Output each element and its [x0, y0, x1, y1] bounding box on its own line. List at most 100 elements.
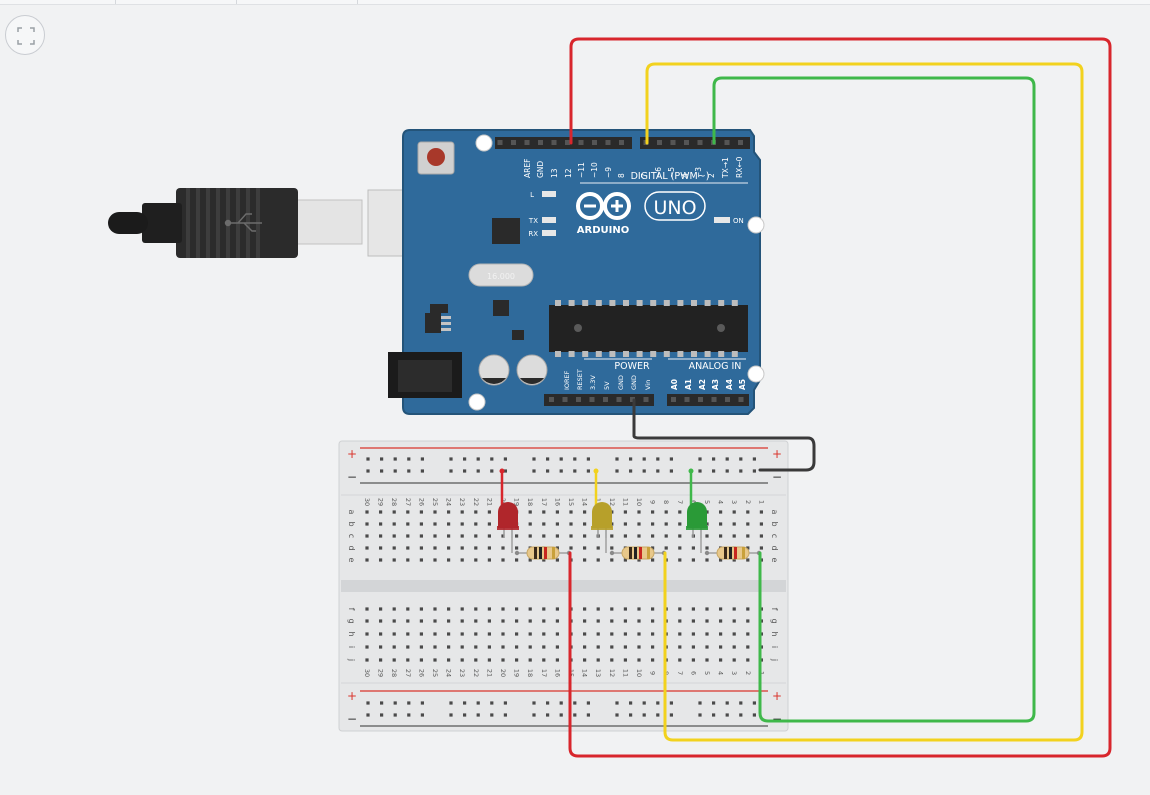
breadboard-hole[interactable]	[725, 469, 729, 473]
breadboard-hole[interactable]	[546, 469, 550, 473]
breadboard-hole[interactable]	[501, 534, 505, 538]
header-pin[interactable]	[643, 397, 649, 402]
breadboard-hole[interactable]	[528, 619, 532, 623]
breadboard-hole[interactable]	[532, 701, 536, 705]
breadboard-hole[interactable]	[573, 457, 577, 461]
breadboard-hole[interactable]	[610, 607, 614, 611]
breadboard-hole[interactable]	[732, 607, 736, 611]
breadboard-hole[interactable]	[501, 546, 505, 550]
breadboard-hole[interactable]	[559, 701, 563, 705]
breadboard-hole[interactable]	[615, 713, 619, 717]
breadboard-hole[interactable]	[596, 632, 600, 636]
breadboard-hole[interactable]	[642, 469, 646, 473]
breadboard-hole[interactable]	[555, 632, 559, 636]
breadboard-hole[interactable]	[725, 701, 729, 705]
breadboard-hole[interactable]	[573, 469, 577, 473]
breadboard-hole[interactable]	[629, 457, 633, 461]
breadboard-hole[interactable]	[460, 534, 464, 538]
breadboard-hole[interactable]	[559, 469, 563, 473]
breadboard-hole[interactable]	[642, 713, 646, 717]
breadboard-hole[interactable]	[573, 713, 577, 717]
breadboard-hole[interactable]	[406, 645, 410, 649]
breadboard-hole[interactable]	[365, 645, 369, 649]
breadboard-hole[interactable]	[365, 558, 369, 562]
breadboard-hole[interactable]	[656, 713, 660, 717]
breadboard-hole[interactable]	[698, 701, 702, 705]
breadboard-hole[interactable]	[637, 522, 641, 526]
breadboard-hole[interactable]	[487, 546, 491, 550]
breadboard-hole[interactable]	[406, 522, 410, 526]
breadboard-hole[interactable]	[487, 558, 491, 562]
breadboard-hole[interactable]	[366, 457, 370, 461]
breadboard-hole[interactable]	[732, 522, 736, 526]
breadboard-hole[interactable]	[698, 457, 702, 461]
breadboard-hole[interactable]	[392, 632, 396, 636]
breadboard-hole[interactable]	[719, 510, 723, 514]
breadboard-hole[interactable]	[447, 546, 451, 550]
breadboard-hole[interactable]	[664, 546, 668, 550]
breadboard-hole[interactable]	[712, 701, 716, 705]
breadboard-hole[interactable]	[542, 534, 546, 538]
breadboard-hole[interactable]	[542, 658, 546, 662]
breadboard-hole[interactable]	[678, 510, 682, 514]
header-pin[interactable]	[698, 397, 703, 402]
header-pin[interactable]	[603, 397, 608, 402]
breadboard-hole[interactable]	[528, 607, 532, 611]
breadboard-hole[interactable]	[449, 713, 453, 717]
breadboard[interactable]: + + − − + + − − 303029292828272726262525…	[338, 440, 789, 732]
breadboard-hole[interactable]	[447, 534, 451, 538]
breadboard-hole[interactable]	[490, 713, 494, 717]
breadboard-hole[interactable]	[419, 632, 423, 636]
breadboard-hole[interactable]	[542, 522, 546, 526]
breadboard-hole[interactable]	[528, 632, 532, 636]
breadboard-hole[interactable]	[433, 510, 437, 514]
breadboard-hole[interactable]	[433, 522, 437, 526]
breadboard-hole[interactable]	[746, 607, 750, 611]
breadboard-hole[interactable]	[542, 645, 546, 649]
breadboard-hole[interactable]	[691, 619, 695, 623]
breadboard-hole[interactable]	[669, 713, 673, 717]
wire-gnd-black[interactable]	[632, 398, 816, 472]
breadboard-hole[interactable]	[746, 658, 750, 662]
breadboard-hole[interactable]	[705, 658, 709, 662]
breadboard-hole[interactable]	[419, 522, 423, 526]
breadboard-hole[interactable]	[490, 469, 494, 473]
breadboard-hole[interactable]	[447, 632, 451, 636]
breadboard-hole[interactable]	[746, 632, 750, 636]
breadboard-hole[interactable]	[420, 457, 424, 461]
breadboard-hole[interactable]	[637, 534, 641, 538]
breadboard-hole[interactable]	[463, 457, 467, 461]
header-pin[interactable]	[616, 397, 622, 402]
header-pin[interactable]	[738, 140, 743, 145]
breadboard-hole[interactable]	[610, 619, 614, 623]
breadboard-hole[interactable]	[449, 701, 453, 705]
red-led[interactable]	[497, 468, 519, 539]
breadboard-hole[interactable]	[664, 510, 668, 514]
breadboard-hole[interactable]	[542, 510, 546, 514]
breadboard-hole[interactable]	[515, 658, 519, 662]
breadboard-hole[interactable]	[487, 658, 491, 662]
breadboard-hole[interactable]	[596, 558, 600, 562]
breadboard-hole[interactable]	[732, 619, 736, 623]
breadboard-hole[interactable]	[501, 619, 505, 623]
breadboard-hole[interactable]	[365, 619, 369, 623]
header-pin[interactable]	[511, 140, 516, 145]
breadboard-hole[interactable]	[610, 534, 614, 538]
header-pin[interactable]	[592, 140, 597, 145]
breadboard-hole[interactable]	[651, 558, 655, 562]
breadboard-hole[interactable]	[719, 645, 723, 649]
breadboard-hole[interactable]	[739, 469, 743, 473]
header-pin[interactable]	[671, 397, 676, 402]
breadboard-hole[interactable]	[546, 701, 550, 705]
header-pin[interactable]	[684, 140, 689, 145]
breadboard-hole[interactable]	[712, 457, 716, 461]
header-pin[interactable]	[578, 140, 584, 145]
breadboard-hole[interactable]	[573, 701, 577, 705]
breadboard-hole[interactable]	[629, 469, 633, 473]
breadboard-hole[interactable]	[433, 534, 437, 538]
breadboard-hole[interactable]	[669, 457, 673, 461]
breadboard-hole[interactable]	[719, 558, 723, 562]
breadboard-hole[interactable]	[596, 619, 600, 623]
